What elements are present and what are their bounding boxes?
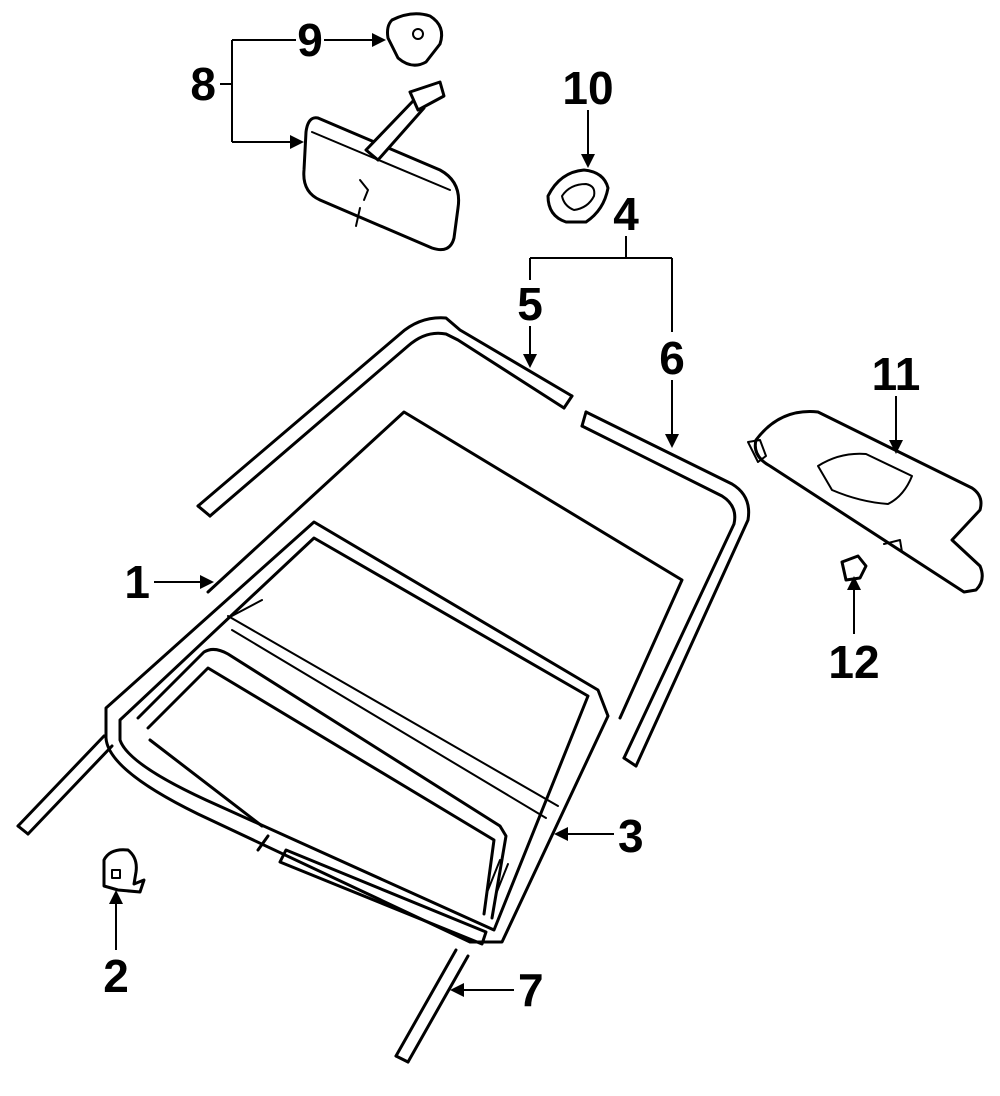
rear-view-mirror bbox=[302, 80, 461, 252]
callout-12: 12 bbox=[828, 636, 879, 688]
upper-molding bbox=[196, 316, 574, 518]
callout-9: 9 bbox=[297, 14, 323, 66]
callout-8: 8 bbox=[190, 58, 216, 110]
mirror-mount-bracket bbox=[386, 12, 444, 67]
callout-6: 6 bbox=[659, 332, 685, 384]
callout-11: 11 bbox=[872, 348, 921, 400]
callout-3: 3 bbox=[618, 810, 644, 862]
callout-1: 1 bbox=[124, 556, 150, 608]
small-bracket bbox=[102, 848, 146, 894]
callout-10: 10 bbox=[562, 62, 613, 114]
callout-labels: 1 2 3 4 5 6 7 8 9 10 11 12 bbox=[103, 14, 920, 1016]
callout-5: 5 bbox=[517, 278, 543, 330]
sun-visor bbox=[747, 410, 984, 594]
callout-7: 7 bbox=[518, 964, 544, 1016]
visor-clip bbox=[840, 554, 868, 582]
pillar-molding bbox=[394, 859, 509, 1064]
retainer-clip bbox=[546, 168, 610, 224]
windshield-weatherstrip bbox=[104, 520, 610, 944]
leader-lines bbox=[109, 33, 903, 997]
callout-2: 2 bbox=[103, 950, 129, 1002]
side-molding bbox=[580, 410, 751, 768]
lower-left-strip bbox=[16, 734, 114, 836]
inner-seal bbox=[136, 647, 508, 946]
callout-4: 4 bbox=[613, 188, 639, 240]
